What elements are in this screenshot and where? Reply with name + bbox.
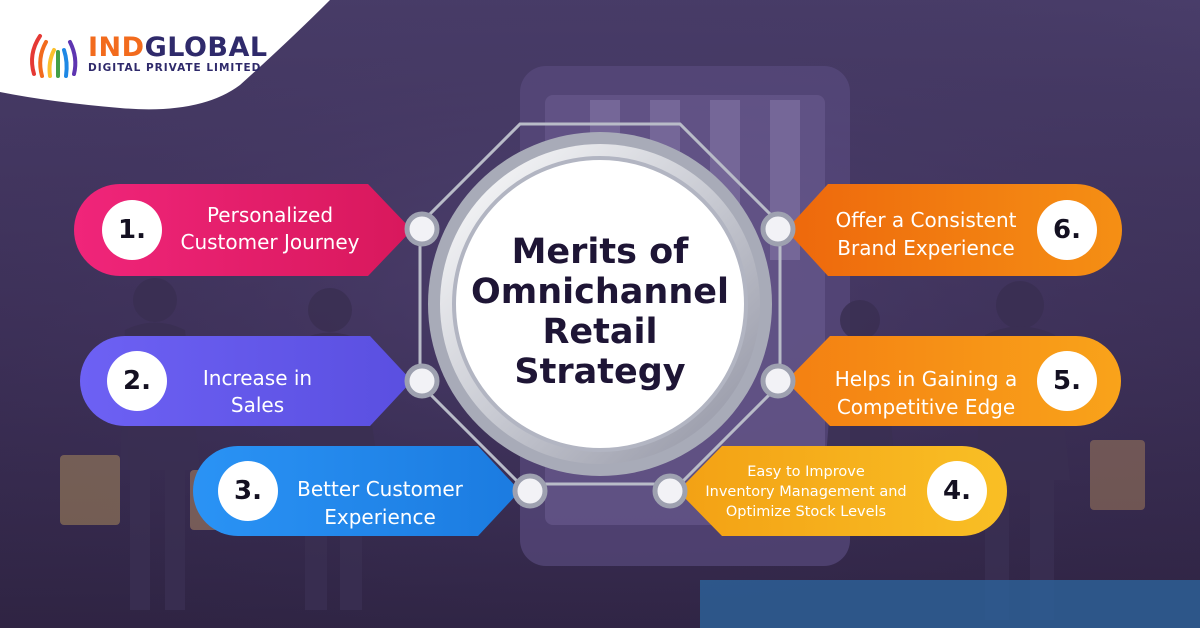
title-line-2: Omnichannel [471,272,729,312]
title-line-1: Merits of [511,232,689,272]
merit-5-number: 5. [1053,366,1081,396]
merit-1-label: Personalized Customer Journey [165,202,375,256]
merit-pill-1 [74,184,412,276]
merit-3-line-1: Better Customer [297,477,463,501]
merit-4-label: Easy to Improve Inventory Management and… [686,462,926,522]
merit-pill-3 [193,446,520,536]
merit-6-line-2: Brand Experience [837,236,1015,260]
merit-2-label: Increase in Sales [170,365,345,419]
merit-3-number: 3. [234,476,262,506]
merit-1-line-2: Customer Journey [180,230,360,254]
merit-1-number: 1. [118,215,146,245]
merit-5-line-2: Competitive Edge [836,395,1016,419]
title-line-3: Retail [542,312,658,352]
merit-6-line-1: Offer a Consistent [835,208,1017,232]
hub-inner [452,156,748,452]
merit-2-line-2: Sales [230,393,285,417]
merit-4-number: 4. [943,476,971,506]
brand-name-part1: IND [88,32,145,63]
title-line-4: Strategy [514,352,686,392]
brand-tagline: DIGITAL PRIVATE LIMITED [88,62,262,74]
page-title: Merits of Omnichannel Retail Strategy [448,232,752,392]
merit-4-line-1: Easy to Improve [747,464,865,480]
merit-pill-6 [786,184,1122,276]
merit-1-line-1: Personalized [206,203,334,227]
merit-3-line-2: Experience [324,505,436,529]
merit-6-number: 6. [1053,215,1081,245]
merit-pill-5 [786,336,1121,426]
merit-5-label: Helps in Gaining a Competitive Edge [812,365,1040,421]
merit-4-line-3: Optimize Stock Levels [725,504,887,520]
merit-2-number: 2. [123,366,151,396]
merit-6-label: Offer a Consistent Brand Experience [815,206,1037,262]
merit-4-line-2: Inventory Management and [705,484,907,500]
brand-logo: INDGLOBAL DIGITAL PRIVATE LIMITED [0,0,380,110]
merit-5-line-1: Helps in Gaining a [834,367,1018,391]
merit-pill-4 [678,446,1007,536]
brand-name-part2: GLOBAL [144,32,268,63]
merit-3-label: Better Customer Experience [280,475,480,531]
connector-dots [404,211,796,509]
merit-2-line-1: Increase in [202,366,313,390]
merit-pill-2 [80,336,412,426]
brand-name: INDGLOBAL [88,32,268,63]
indglobal-logo-icon [30,34,78,78]
